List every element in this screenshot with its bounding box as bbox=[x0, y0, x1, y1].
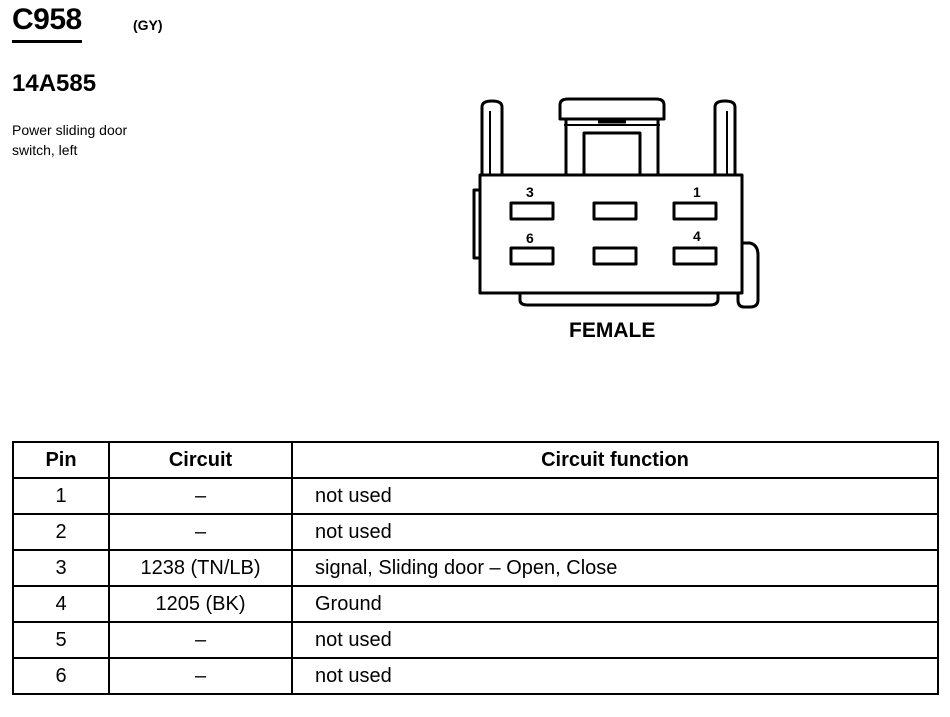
pin-label-6: 6 bbox=[526, 230, 534, 246]
pin-label-1: 1 bbox=[693, 184, 701, 200]
column-header-circuit: Circuit bbox=[108, 441, 293, 479]
pin-cell: 5 bbox=[12, 621, 110, 659]
pin-cell: 3 bbox=[12, 549, 110, 587]
column-header-function: Circuit function bbox=[291, 441, 939, 479]
description-line: switch, left bbox=[12, 142, 78, 158]
pin-cell: 4 bbox=[12, 585, 110, 623]
table-row: 4 1205 (BK) Ground bbox=[12, 585, 939, 623]
table-row: 3 1238 (TN/LB) signal, Sliding door – Op… bbox=[12, 549, 939, 587]
function-cell: not used bbox=[291, 513, 939, 551]
table-row: 5 – not used bbox=[12, 621, 939, 659]
pin-cell: 6 bbox=[12, 657, 110, 695]
circuit-cell: 1238 (TN/LB) bbox=[108, 549, 293, 587]
connector-description: Power sliding door switch, left bbox=[12, 120, 212, 160]
pin-cavity-6 bbox=[509, 246, 555, 266]
connector-face-diagram: 3 1 6 4 bbox=[472, 97, 760, 309]
left-latch-post bbox=[480, 99, 504, 175]
pin-cavity-5 bbox=[592, 246, 638, 266]
function-cell: not used bbox=[291, 657, 939, 695]
circuit-cell: – bbox=[108, 477, 293, 515]
circuit-cell: 1205 (BK) bbox=[108, 585, 293, 623]
table-row: 1 – not used bbox=[12, 477, 939, 515]
circuit-cell: – bbox=[108, 621, 293, 659]
pin-table: Pin Circuit Circuit function 1 – not use… bbox=[12, 441, 939, 695]
function-cell: not used bbox=[291, 621, 939, 659]
pin-cavity-3 bbox=[509, 201, 555, 221]
column-header-pin: Pin bbox=[12, 441, 110, 479]
pin-cell: 1 bbox=[12, 477, 110, 515]
pin-cell: 2 bbox=[12, 513, 110, 551]
function-cell: not used bbox=[291, 477, 939, 515]
locking-tab bbox=[558, 97, 666, 121]
connector-id: C958 bbox=[12, 2, 82, 43]
table-row: 2 – not used bbox=[12, 513, 939, 551]
connector-body bbox=[478, 173, 744, 295]
function-cell: signal, Sliding door – Open, Close bbox=[291, 549, 939, 587]
connector-color: (GY) bbox=[133, 17, 163, 33]
function-cell: Ground bbox=[291, 585, 939, 623]
pin-label-4: 4 bbox=[693, 228, 701, 244]
part-number: 14A585 bbox=[12, 70, 97, 97]
table-row: 6 – not used bbox=[12, 657, 939, 695]
circuit-cell: – bbox=[108, 513, 293, 551]
pin-label-3: 3 bbox=[526, 184, 534, 200]
circuit-cell: – bbox=[108, 657, 293, 695]
table-header-row: Pin Circuit Circuit function bbox=[12, 441, 939, 479]
description-line: Power sliding door bbox=[12, 122, 128, 138]
pin-cavity-4 bbox=[672, 246, 718, 266]
connector-gender-label: FEMALE bbox=[569, 319, 656, 342]
pin-cavity-2 bbox=[592, 201, 638, 221]
right-latch-post bbox=[713, 99, 737, 175]
pin-cavity-1 bbox=[672, 201, 718, 221]
